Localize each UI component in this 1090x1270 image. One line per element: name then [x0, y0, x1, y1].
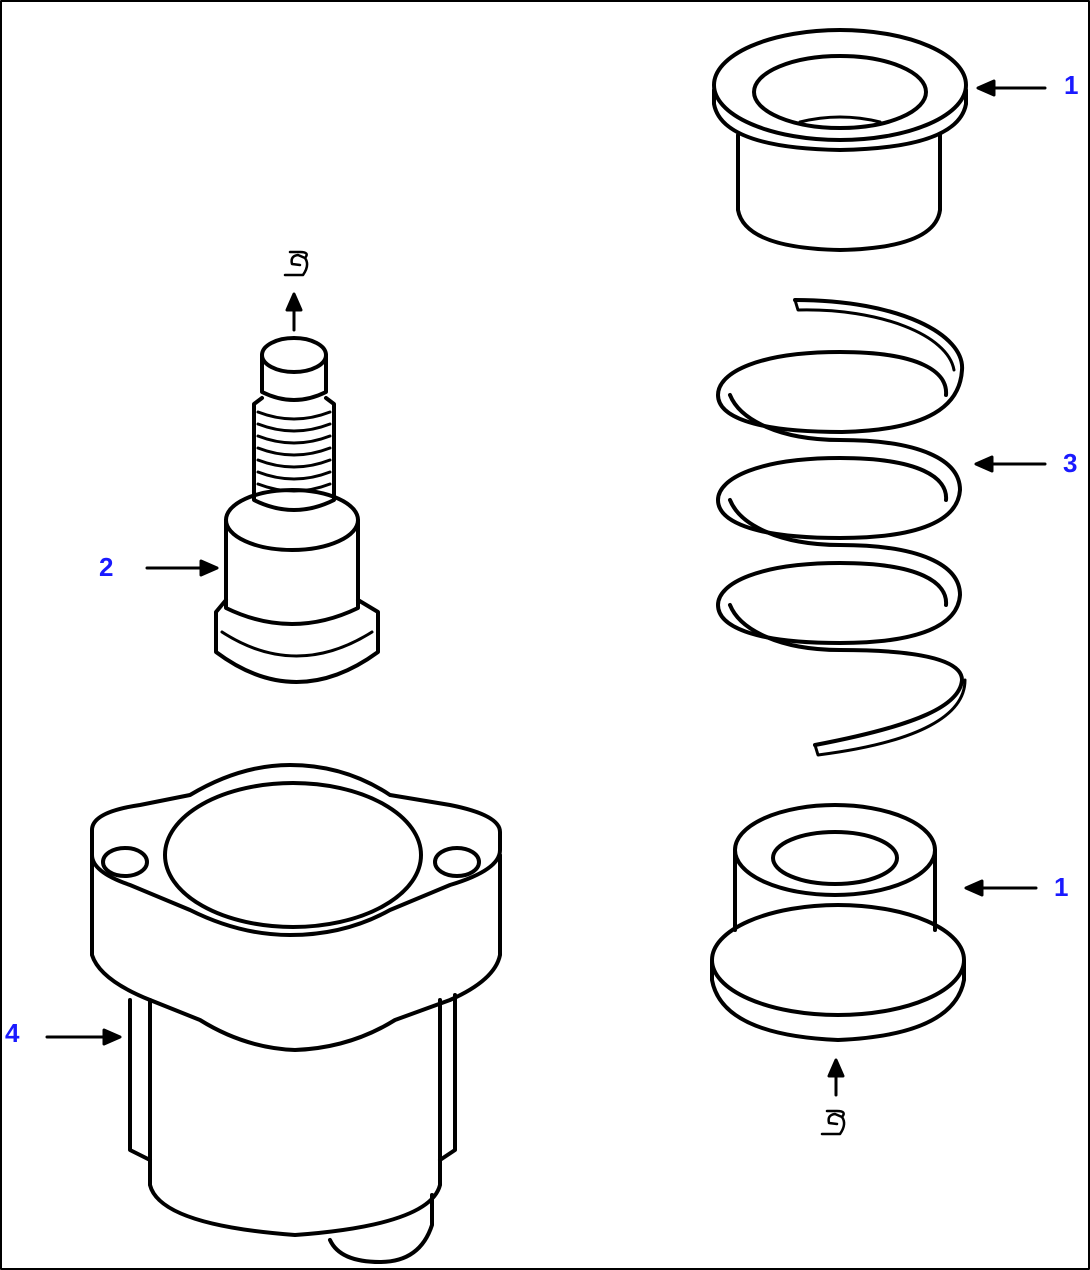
- part-4-housing: [90, 763, 502, 1264]
- callout-4: 4: [5, 1018, 20, 1048]
- leader-arrows: [45, 79, 1047, 1097]
- callout-2: 2: [99, 552, 114, 582]
- callout-1-top: 1: [1064, 70, 1079, 100]
- lube-symbol-bottom: [820, 1109, 846, 1136]
- part-2-pin: [214, 336, 380, 684]
- lube-symbol-top: [283, 250, 309, 277]
- part-1-top-bushing: [712, 28, 968, 252]
- callout-3: 3: [1063, 448, 1078, 478]
- callout-1-bottom: 1: [1054, 872, 1069, 902]
- part-3-spring: [716, 298, 967, 757]
- part-1-bottom-bushing: [710, 803, 966, 1042]
